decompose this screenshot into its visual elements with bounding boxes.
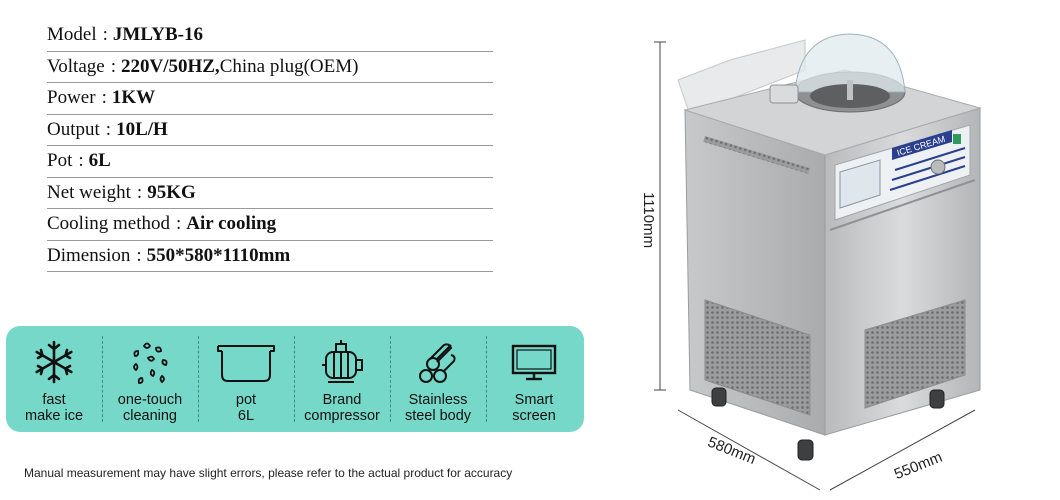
feature-label-line1: Brand <box>322 392 362 408</box>
spec-value: Air cooling <box>186 213 277 235</box>
spec-separator: : <box>101 87 107 109</box>
spec-row-pot: Pot:6L <box>47 146 493 178</box>
spec-label: Model <box>47 24 97 46</box>
feature-label-line2: make ice <box>24 408 84 424</box>
feature-label-line1: pot <box>235 392 257 408</box>
side-grille <box>704 299 811 416</box>
spec-separator: : <box>136 181 143 203</box>
height-label: 1110mm <box>640 192 657 248</box>
front-grille <box>864 299 966 409</box>
cleaning-icon <box>133 342 168 384</box>
feature-label-line2: 6L <box>237 408 255 424</box>
spec-separator: : <box>110 55 116 77</box>
spec-separator: : <box>105 118 112 140</box>
spec-value: 95KG <box>147 181 196 203</box>
spec-label: Net weight <box>47 181 131 203</box>
spec-value: 1KW <box>111 87 156 109</box>
steel-icon <box>419 343 456 383</box>
mixer-shaft <box>847 80 853 100</box>
spec-row-dimension: Dimension:550*580*1110mm <box>47 241 493 272</box>
width-dimension-line <box>829 409 976 491</box>
spec-row-cooling-method: Cooling method:Air cooling <box>47 209 493 241</box>
front-panel-divider <box>829 179 976 231</box>
spec-row-net-weight: Net weight:95KG <box>47 178 493 209</box>
spec-label: Voltage <box>47 55 105 77</box>
feature-label-line2: steel body <box>404 408 472 424</box>
spec-separator: : <box>78 150 84 172</box>
panel-stripes <box>889 147 966 191</box>
feature-label-line1: Stainless <box>408 392 468 408</box>
feature-label-line2: compressor <box>304 408 380 424</box>
machine-top <box>683 69 982 156</box>
disclaimer-note: Manual measurement may have slight error… <box>24 466 513 480</box>
spec-row-model: Model:JMLYB-16 <box>47 20 493 52</box>
brand-banner <box>892 130 952 160</box>
spec-label: Power <box>47 87 96 109</box>
spec-separator: : <box>102 24 108 46</box>
power-switch <box>953 134 961 144</box>
control-knob <box>930 159 946 175</box>
snowflake-icon <box>35 340 73 384</box>
spec-row-power: Power:1KW <box>47 83 493 115</box>
touch-screen <box>839 159 881 209</box>
caster-wheels <box>711 387 945 461</box>
pot-icon <box>217 345 275 382</box>
feature-label-line1: Smart <box>514 392 554 408</box>
spec-row-voltage: Voltage:220V/50HZ,China plug(OEM) <box>47 52 493 83</box>
feature-label-line2: screen <box>512 408 556 424</box>
depth-label: 580mm <box>705 434 758 469</box>
height-dimension-line <box>654 41 666 391</box>
side-vent-top <box>703 136 811 174</box>
spec-value: 6L <box>88 150 111 172</box>
depth-dimension-line <box>677 409 821 491</box>
spec-separator: : <box>136 244 142 266</box>
spec-separator: : <box>175 213 182 235</box>
screen-icon <box>511 344 557 381</box>
spec-value: JMLYB-16 <box>112 24 203 46</box>
spec-label: Dimension <box>47 244 131 266</box>
spec-value: 550*580*1110mm <box>146 244 291 266</box>
compressor-icon <box>322 340 363 383</box>
width-label: 550mm <box>892 449 945 484</box>
feature-label-line1: one-touch <box>117 392 183 408</box>
spec-label: Cooling method <box>47 213 170 235</box>
spec-value-extra: China plug(OEM) <box>219 55 359 77</box>
feature-label-line1: fast <box>42 392 66 408</box>
spec-value: 220V/50HZ, <box>120 55 220 77</box>
dome-hinge <box>769 84 799 104</box>
spec-table: Model:JMLYB-16 Voltage:220V/50HZ,China p… <box>47 20 493 272</box>
feature-label-line2: cleaning <box>122 408 177 424</box>
spec-row-output: Output:10L/H <box>47 115 493 146</box>
spec-label: Pot <box>47 150 73 172</box>
glass-dome <box>794 33 906 93</box>
ice-cream-machine-image: 1110mm 580mm 550mm ICE CREAM <box>640 33 982 491</box>
spec-value: 10L/H <box>116 118 168 140</box>
spec-label: Output <box>47 118 100 140</box>
